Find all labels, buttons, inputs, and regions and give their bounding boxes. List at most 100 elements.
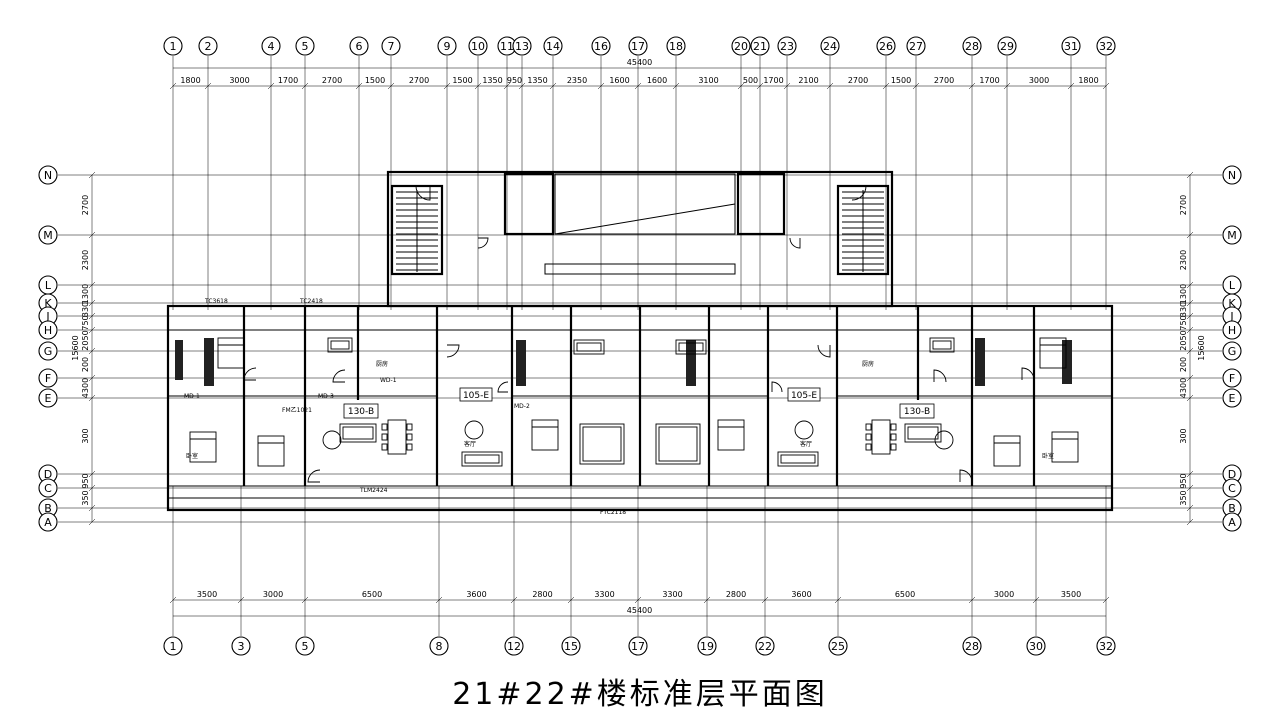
bottom-dimension-value: 3500 (197, 590, 217, 599)
top-dimension-tick (882, 82, 890, 90)
axis-bubble-top-24-label: 24 (823, 40, 837, 53)
axis-bubble-top-20: 20 (731, 36, 751, 56)
axis-bubble-bottom-3: 3 (231, 636, 251, 656)
window-tag: TC3618 (204, 298, 228, 305)
axis-bubble-right-A-label: A (1228, 516, 1236, 529)
bottom-dimension-value: 2800 (726, 590, 746, 599)
left-dimension-tick (88, 326, 96, 334)
sofa-cushion (330, 340, 350, 350)
left-dimension-tick (88, 504, 96, 512)
axis-bubble-top-29-label: 29 (1000, 40, 1014, 53)
top-dimension-value: 2700 (409, 76, 429, 85)
left-dimension-tick (88, 299, 96, 307)
round-table-symbol (934, 430, 954, 450)
top-dimension-value: 500 (743, 76, 758, 85)
right-dimension-tick (1186, 231, 1194, 239)
axis-bubble-bottom-30-label: 30 (1029, 640, 1043, 653)
axis-bubble-top-26-label: 26 (879, 40, 893, 53)
bed-symbol (993, 435, 1021, 467)
sofa-cushion (582, 426, 622, 462)
chair-symbol (406, 443, 413, 451)
axis-bubble-right-C-label: C (1228, 482, 1236, 495)
axis-bubble-left-E-label: E (45, 392, 52, 405)
sofa-symbol (579, 423, 625, 465)
axis-bubble-left-M: M (38, 225, 58, 245)
axis-bubble-top-17-label: 17 (631, 40, 645, 53)
axis-bubble-top-6-label: 6 (356, 40, 363, 53)
window-tag: FTC2118 (600, 509, 626, 516)
chair-symbol (890, 423, 897, 431)
room-label-bedroom: 卧室 (1042, 452, 1054, 460)
top-dimension-value: 1500 (452, 76, 472, 85)
right-dimension-value: 2050 (1179, 330, 1188, 350)
top-dimension-tick (355, 82, 363, 90)
left-dimension-value: 4300 (81, 378, 90, 398)
axis-bubble-top-23: 23 (777, 36, 797, 56)
bed-symbol (1051, 431, 1079, 463)
door-swing-symbol (307, 469, 321, 483)
building-walls (166, 170, 1114, 512)
axis-bubble-right-C: C (1222, 478, 1242, 498)
left-dimension-tick (88, 171, 96, 179)
axis-bubble-bottom-15: 15 (561, 636, 581, 656)
room-label-bedroom: 卧室 (186, 452, 198, 460)
bottom-dimension-tick (169, 596, 177, 604)
axis-bubble-bottom-8: 8 (429, 636, 449, 656)
axis-bubble-left-L-label: L (45, 279, 52, 292)
axis-bubble-top-10-label: 10 (471, 40, 485, 53)
axis-bubble-left-B-label: B (44, 502, 52, 515)
top-dimension-tick (1003, 82, 1011, 90)
right-dimension-tick (1186, 299, 1194, 307)
axis-bubble-top-31: 31 (1061, 36, 1081, 56)
bed-symbol (189, 431, 217, 463)
axis-bubble-top-11-label: 11 (500, 40, 514, 53)
axis-bubble-top-9-label: 9 (444, 40, 451, 53)
dining-table-symbol (387, 419, 407, 455)
left-dimension-value: 1300 (81, 284, 90, 304)
unit-label: 105-E (463, 391, 489, 401)
door-tag: MD-1 (184, 393, 200, 400)
right-dimension-value: 750 (1179, 315, 1188, 330)
axis-bubble-top-7: 7 (381, 36, 401, 56)
door-swing-symbol (332, 369, 346, 383)
top-dimension-value: 3100 (698, 76, 718, 85)
unit-label: 130-B (348, 407, 374, 417)
bed-symbol (531, 419, 559, 451)
top-dimension-tick (1067, 82, 1075, 90)
top-dimension-value: 2700 (848, 76, 868, 85)
axis-bubble-right-F-label: F (1229, 372, 1235, 385)
unit-tag-2: 105-E (459, 387, 493, 402)
left-dimension-value: 950 (81, 473, 90, 488)
right-dimension-tick (1186, 326, 1194, 334)
bottom-dimension-tick (301, 596, 309, 604)
door-swing-symbol (817, 344, 831, 358)
axis-bubble-bottom-30: 30 (1026, 636, 1046, 656)
door-swing-symbol (243, 367, 257, 381)
top-dimension-tick (503, 82, 511, 90)
door-tag: MD-2 (514, 403, 530, 410)
left-dimension-value: 200 (81, 357, 90, 372)
sofa-symbol (904, 423, 942, 443)
axis-bubble-right-M: M (1222, 225, 1242, 245)
axis-bubble-left-F: F (38, 368, 58, 388)
chair-symbol (406, 423, 413, 431)
right-dimension-value: 950 (1179, 473, 1188, 488)
right-dimension-tick (1186, 171, 1194, 179)
axis-bubble-top-16: 16 (591, 36, 611, 56)
top-dimension-tick (826, 82, 834, 90)
sofa-cushion (780, 454, 816, 464)
axis-bubble-right-L-label: L (1229, 279, 1236, 292)
left-dimension-value: 330 (81, 302, 90, 317)
right-dimension-value: 200 (1179, 357, 1188, 372)
axis-bubble-right-F: F (1222, 368, 1242, 388)
axis-bubble-top-21-label: 21 (753, 40, 767, 53)
axis-bubble-right-E-label: E (1229, 392, 1236, 405)
axis-bubble-top-24: 24 (820, 36, 840, 56)
top-dimension-value: 1700 (278, 76, 298, 85)
axis-bubble-left-F-label: F (45, 372, 51, 385)
axis-bubble-top-5: 5 (295, 36, 315, 56)
axis-bubble-top-23-label: 23 (780, 40, 794, 53)
unit-label: 130-B (904, 407, 930, 417)
axis-bubble-top-27: 27 (906, 36, 926, 56)
